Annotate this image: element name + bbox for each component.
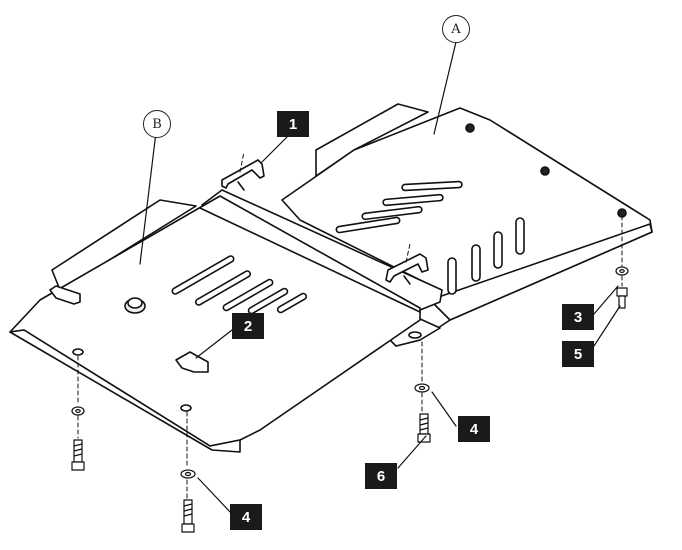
bracket-top xyxy=(221,159,265,191)
callout-5: 5 xyxy=(562,341,594,367)
part-label-b: B xyxy=(143,110,171,138)
callout-2: 2 xyxy=(232,313,264,339)
bracket-right xyxy=(385,253,429,285)
skid-plate-a xyxy=(281,103,653,347)
callout-1: 1 xyxy=(277,111,309,137)
callout-4-bottom: 4 xyxy=(230,504,262,530)
callout-6: 6 xyxy=(365,463,397,489)
callout-3: 3 xyxy=(562,304,594,330)
part-label-a: A xyxy=(442,15,470,43)
bracket-center xyxy=(175,351,209,373)
skid-plate-b xyxy=(9,189,443,453)
callout-4-right: 4 xyxy=(458,416,490,442)
bracket-left xyxy=(49,285,81,305)
